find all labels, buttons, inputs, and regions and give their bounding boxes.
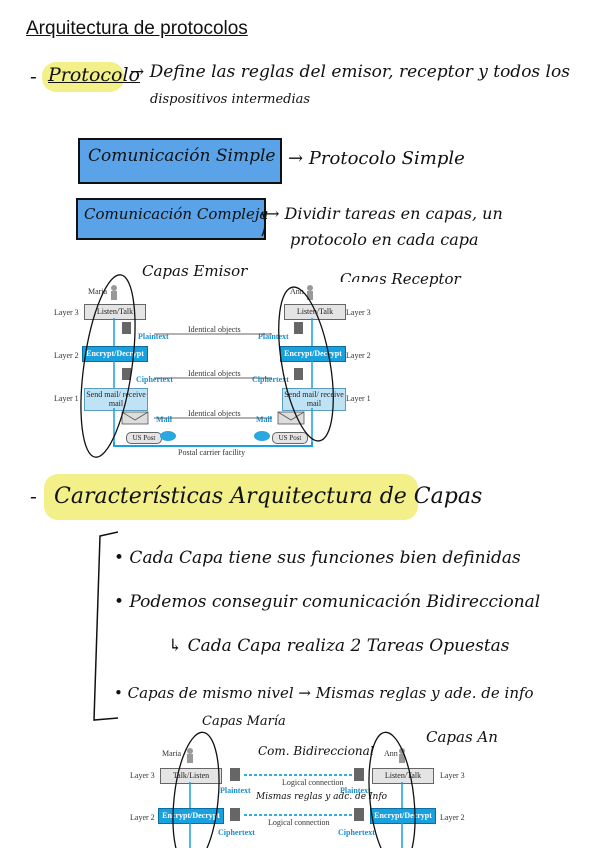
protocol-layers-figure-2: Maria Ann Layer 3 Layer 2 Layer 3 Layer … (124, 744, 474, 848)
caracteristicas-title: Características Arquitectura de Capas (54, 484, 483, 509)
fig1-cloud-icon-left (160, 431, 176, 441)
fig2-plaintext-left: Plaintext (220, 786, 251, 795)
capas-ann-label: Capas An (426, 728, 498, 746)
fig2-ciphertext-right: Ciphertext (338, 828, 375, 837)
dash-bullet-2: - (30, 484, 37, 508)
fig2-layer2-right: Layer 2 (440, 813, 465, 822)
bullet-cada-capa: • Cada Capa tiene sus funciones bien def… (114, 548, 521, 568)
fig1-layer1-right: Layer 1 (346, 394, 371, 403)
fig2-ciphertext-left: Ciphertext (218, 828, 255, 837)
fig1-layer3-left: Layer 3 (54, 308, 79, 317)
fig1-plaintext-right: Plaintext (258, 332, 289, 341)
com-bidireccional-label: Com. Bidireccional (258, 744, 374, 758)
fig2-layer2-left: Layer 2 (130, 813, 155, 822)
fig1-person-icon-left (111, 285, 117, 300)
bullet-tareas-opuestas: ↳ Cada Capa realiza 2 Tareas Opuestas (168, 636, 510, 656)
fig1-mail-right: Mail (256, 415, 272, 424)
fig1-layer2-right: Layer 2 (346, 351, 371, 360)
fig1-identical-objects-1: Identical objects (188, 325, 241, 334)
protocol-layers-figure-1: Maria Ann Layer 3 Layer 2 Layer 1 Layer … (50, 282, 380, 462)
fig1-person-icon-right (307, 285, 313, 300)
fig1-document-icon-left-1 (122, 322, 131, 334)
fig2-maria: Maria (162, 749, 182, 758)
bullet-mismo-nivel: • Capas de mismo nivel → Mismas reglas y… (114, 684, 534, 702)
capas-maria-label: Capas María (202, 714, 286, 729)
fig1-document-icon-left-2 (122, 368, 131, 380)
comunicacion-compleja-box (76, 198, 266, 240)
fig1-cloud-icon-right (254, 431, 270, 441)
fig1-document-icon-right-2 (294, 368, 303, 380)
fig2-plaintext-right: Plaintext (340, 786, 371, 795)
fig1-layer1-left: Layer 1 (54, 394, 79, 403)
fig1-ciphertext-left: Ciphertext (136, 375, 173, 384)
fig1-connections-svg (111, 285, 313, 447)
protocolo-definition-line2: dispositivos intermedias (150, 92, 311, 107)
comunicacion-simple-box (78, 138, 282, 184)
fig1-postal-carrier: Postal carrier facility (178, 448, 246, 457)
highlight-caracteristicas (44, 474, 418, 520)
fig1-ciphertext-right: Ciphertext (252, 375, 289, 384)
fig1-envelope-icon-left (121, 411, 149, 425)
fig1-mail-left: Mail (156, 415, 172, 424)
protocolo-definition-line1: → Define las reglas del emisor, receptor… (130, 62, 570, 82)
comunicacion-compleja-label: Comunicación Compleja (84, 205, 269, 223)
protocolo-label: Protocolo (48, 64, 140, 86)
fig2-document-icon-right-1 (354, 768, 364, 781)
fig2-person-icon-right (399, 748, 405, 763)
fig1-identical-objects-3: Identical objects (188, 409, 241, 418)
fig1-identical-objects-2: Identical objects (188, 369, 241, 378)
fig2-person-icon-left (187, 748, 193, 763)
fig2-logical-connection-1: Logical connection (282, 778, 344, 787)
mismas-reglas-label: Mismas reglas y adc. de Info (256, 792, 388, 802)
capas-emisor-label: Capas Emisor (142, 262, 248, 280)
protocolo-simple-arrow: → Protocolo Simple (288, 148, 465, 169)
fig2-document-icon-right-2 (354, 808, 364, 821)
fig2-layer3-left: Layer 3 (130, 771, 155, 780)
fig2-logical-connection-2: Logical connection (268, 818, 330, 827)
fig1-layer3-right: Layer 3 (346, 308, 371, 317)
fig2-document-icon-left-1 (230, 768, 240, 781)
bullet-bidireccional: • Podemos conseguir comunicación Bidirec… (114, 592, 541, 612)
fig1-layer2-left: Layer 2 (54, 351, 79, 360)
fig2-layer3-right: Layer 3 (440, 771, 465, 780)
dash-bullet: - (30, 64, 37, 88)
fig1-plaintext-left: Plaintext (138, 332, 169, 341)
comunicacion-simple-label: Comunicación Simple (88, 146, 276, 166)
dividir-tareas-line1: → Dividir tareas en capas, un (266, 204, 503, 223)
fig1-document-icon-right-1 (294, 322, 303, 334)
highlight-protocolo (42, 62, 124, 92)
dividir-tareas-line2: protocolo en cada capa (290, 230, 479, 249)
fig2-document-icon-left-2 (230, 808, 240, 821)
page-title: Arquitectura de protocolos (26, 18, 248, 39)
fig2-connections-svg (187, 748, 405, 848)
fig1-envelope-icon-right (277, 411, 305, 425)
